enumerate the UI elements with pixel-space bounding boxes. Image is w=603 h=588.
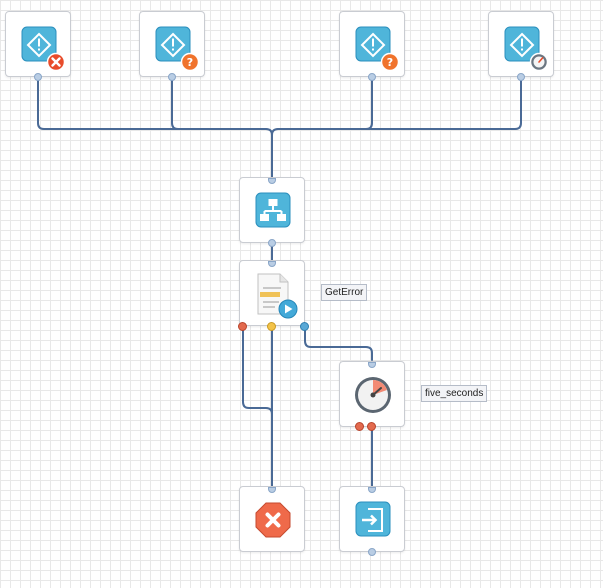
junction-node[interactable] (239, 177, 305, 243)
connector-script-error (242, 326, 273, 415)
exit-icon (355, 501, 391, 537)
trigger-question-1-output-port[interactable] (168, 73, 176, 81)
trigger-question-icon: ? (355, 26, 400, 72)
connector-trigger-question-1 (171, 76, 267, 130)
script-name-label: GetError (321, 284, 368, 301)
connector-script-success (304, 326, 373, 361)
script-error-port[interactable] (238, 322, 247, 331)
delay-cancel-port[interactable] (355, 422, 364, 431)
trigger-question-icon: ? (155, 26, 200, 72)
exit-input-port[interactable] (368, 487, 376, 493)
junction-input-port[interactable] (268, 178, 276, 184)
trigger-question-node-2[interactable]: ? (339, 11, 405, 77)
delay-input-port[interactable] (368, 362, 376, 368)
trigger-error-node[interactable] (5, 11, 71, 77)
connector-trigger-timer (277, 76, 522, 130)
trigger-timer-output-port[interactable] (517, 73, 525, 81)
delay-node[interactable] (339, 361, 405, 427)
svg-text:?: ? (387, 56, 393, 69)
trigger-timer-node[interactable] (488, 11, 554, 77)
delay-name-label: five_seconds (421, 385, 488, 402)
exit-node[interactable] (339, 486, 405, 552)
svg-text:?: ? (187, 56, 193, 69)
connector-trigger-question-2 (271, 76, 373, 136)
gauge-icon (355, 377, 391, 413)
junction-output-port[interactable] (268, 239, 276, 247)
connector-trigger-error (37, 76, 273, 178)
stop-node[interactable] (239, 486, 305, 552)
hierarchy-icon (255, 192, 291, 228)
trigger-question-2-output-port[interactable] (368, 73, 376, 81)
trigger-error-icon (21, 26, 66, 72)
script-success-port[interactable] (300, 322, 309, 331)
script-warning-port[interactable] (267, 322, 276, 331)
delay-next-port[interactable] (367, 422, 376, 431)
stop-icon (255, 502, 291, 538)
exit-output-port[interactable] (368, 548, 376, 556)
trigger-question-node-1[interactable]: ? (139, 11, 205, 77)
script-input-port[interactable] (268, 261, 276, 267)
script-run-icon (257, 273, 298, 319)
trigger-timer-icon (504, 26, 549, 72)
stop-input-port[interactable] (268, 487, 276, 493)
trigger-error-output-port[interactable] (34, 73, 42, 81)
script-node[interactable] (239, 260, 305, 326)
